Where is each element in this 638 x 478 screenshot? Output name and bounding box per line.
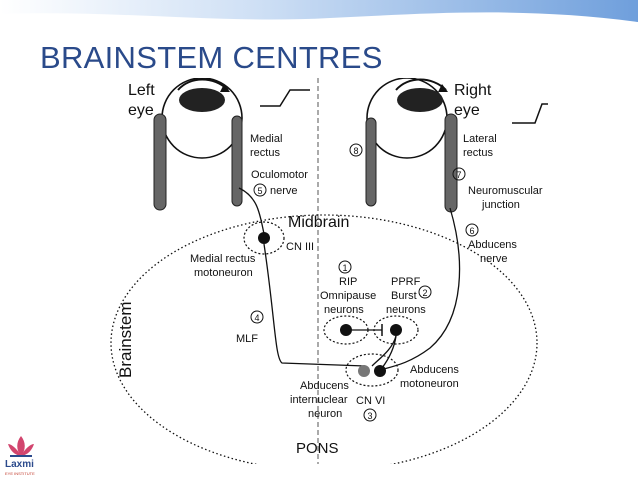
svg-text:6: 6	[469, 226, 474, 236]
left-eye	[153, 77, 310, 211]
rip-label-2: Omnipause	[320, 290, 376, 302]
marker-7: 7	[452, 167, 466, 181]
header-wave-graphic	[0, 0, 638, 22]
medial-rectus-motoneuron-dot	[258, 232, 270, 244]
neuromuscular-label-1: Neuromuscular	[468, 185, 543, 197]
internuclear-label-3: neuron	[308, 408, 342, 420]
rip-label-3: neurons	[324, 304, 364, 316]
pprf-label-2: Burst	[391, 290, 417, 302]
abducens-nerve-path	[379, 207, 461, 371]
brainstem-outline	[110, 214, 538, 472]
cn3-label: CN III	[286, 241, 314, 253]
mlf-path	[263, 243, 366, 367]
left-eye-label-2: eye	[128, 102, 154, 119]
mr-motoneuron-label-1: Medial rectus	[190, 253, 256, 265]
pprf-to-cn6-path	[371, 335, 397, 367]
header-gradient-bar	[0, 0, 638, 30]
lateral-rectus-label-1: Lateral	[463, 133, 497, 145]
cn6-label: CN VI	[356, 395, 385, 407]
abducens-nerve-label-1: Abducens	[468, 239, 517, 251]
pprf-to-cn6-path-2	[381, 335, 397, 369]
pons-label: PONS	[296, 440, 339, 457]
neuromuscular-label-2: junction	[481, 199, 520, 211]
laxmi-logo	[4, 434, 38, 478]
svg-text:8: 8	[353, 146, 358, 156]
right-eye-label-1: Right	[454, 82, 492, 99]
oculomotor-label-1: Oculomotor	[251, 169, 308, 181]
brainstem-label: Brainstem	[116, 301, 135, 378]
diagram-svg: 8 7 5 6 1 2 4 3 Left eye Right eye Media…	[110, 77, 548, 472]
mlf-label: MLF	[236, 333, 258, 345]
slide-title: BRAINSTEM CENTRES	[40, 40, 383, 75]
logo-name: Laxmi	[5, 459, 34, 470]
svg-text:4: 4	[254, 313, 259, 323]
right-eye	[365, 77, 548, 213]
rip-label-1: RIP	[339, 276, 357, 288]
midbrain-label: Midbrain	[288, 214, 349, 231]
internuclear-neuron-dot	[358, 365, 370, 377]
abducens-motoneuron-label-2: motoneuron	[400, 378, 459, 390]
right-eye-label-2: eye	[454, 102, 480, 119]
pprf-label-1: PPRF	[391, 276, 421, 288]
internuclear-label-1: Abducens	[300, 380, 349, 392]
marker-4: 4	[250, 310, 264, 324]
marker-2: 2	[418, 285, 432, 299]
svg-text:1: 1	[342, 263, 347, 273]
svg-text:3: 3	[367, 411, 372, 421]
marker-1: 1	[338, 260, 352, 274]
lateral-rectus-label-2: rectus	[463, 147, 493, 159]
cn3-nucleus-outline	[243, 221, 285, 255]
marker-5: 5	[253, 183, 267, 197]
cn6-nucleus-outline	[345, 353, 399, 387]
abducens-motoneuron-label-1: Abducens	[410, 364, 459, 376]
svg-text:7: 7	[456, 170, 461, 180]
mr-motoneuron-label-2: motoneuron	[194, 267, 253, 279]
internuclear-label-2: internuclear	[290, 394, 348, 406]
svg-text:5: 5	[257, 186, 262, 196]
abducens-nerve-label-2: nerve	[480, 253, 508, 265]
marker-3: 3	[363, 408, 377, 422]
medial-rectus-label-2: rectus	[250, 147, 280, 159]
logo-subtitle: EYE INSTITUTE	[5, 471, 35, 476]
oculomotor-label-2: nerve	[270, 185, 298, 197]
pprf-label-3: neurons	[386, 304, 426, 316]
pprf-dot	[390, 324, 402, 336]
abducens-motoneuron-dot	[374, 365, 386, 377]
marker-8: 8	[349, 143, 363, 157]
svg-text:2: 2	[422, 288, 427, 298]
marker-6: 6	[465, 223, 479, 237]
brainstem-diagram: 8 7 5 6 1 2 4 3 Left eye Right eye Media…	[110, 77, 548, 472]
left-eye-label-1: Left	[128, 82, 155, 99]
lotus-icon	[8, 436, 34, 457]
rip-dot	[340, 324, 352, 336]
medial-rectus-label-1: Medial	[250, 133, 282, 145]
